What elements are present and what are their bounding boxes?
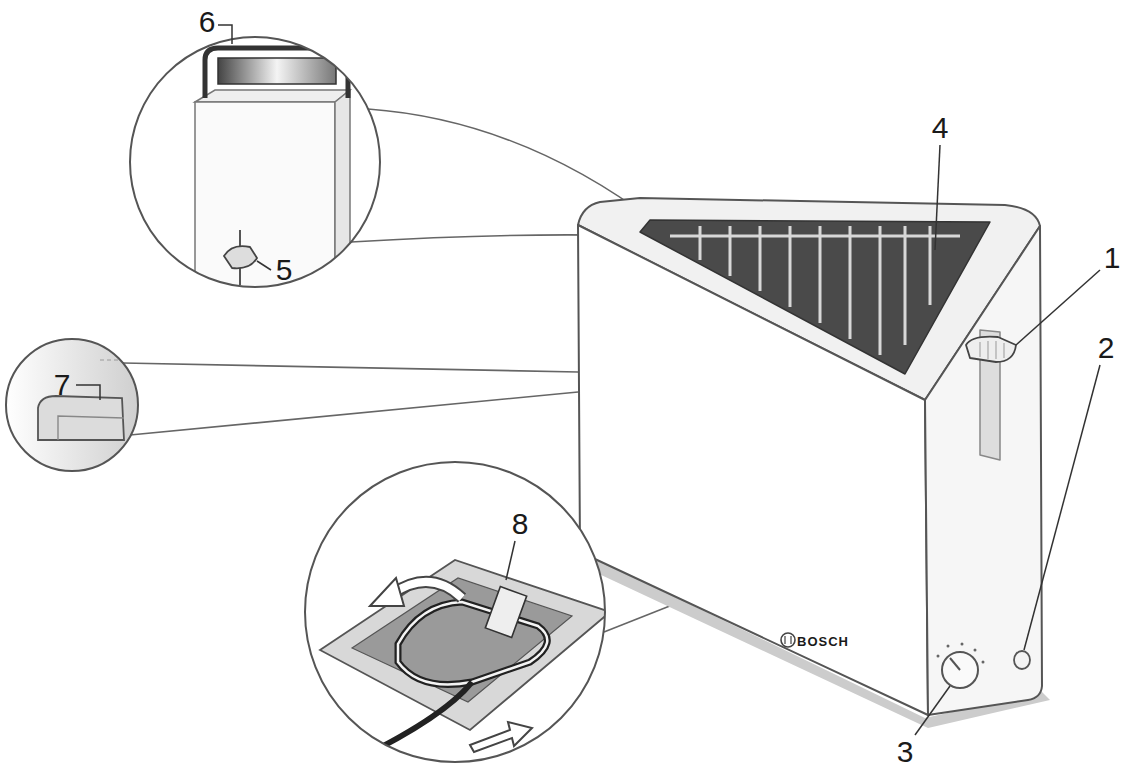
foot-notch <box>205 318 221 332</box>
scale-dot <box>937 655 940 658</box>
rack-bar <box>849 226 852 339</box>
grip-line <box>996 341 997 359</box>
inset-border <box>305 462 605 762</box>
inset-border <box>130 37 380 287</box>
callout-number: 6 <box>199 7 216 37</box>
scale-dot <box>982 661 985 664</box>
leader-line <box>935 145 940 250</box>
brand-logo <box>781 633 795 647</box>
cord-channel <box>352 578 572 702</box>
callout-number: 4 <box>932 113 949 143</box>
rack-bar <box>929 226 932 305</box>
callout-number: 7 <box>54 370 71 400</box>
power-cord <box>398 602 547 685</box>
rack-bar <box>218 58 336 84</box>
toaster-top <box>195 90 350 102</box>
lift-lever <box>966 337 1016 362</box>
toaster-side <box>335 90 350 362</box>
rack-bar <box>699 226 702 260</box>
inset-content <box>195 48 350 362</box>
grip-line <box>1004 343 1005 358</box>
knob-indicator <box>950 658 960 670</box>
inset-wedge-line <box>130 392 578 435</box>
wind-arrow-outline <box>392 582 462 598</box>
cord-highlight <box>398 602 547 685</box>
leader-line <box>218 25 232 44</box>
front-face <box>578 225 928 715</box>
leader-line <box>506 541 515 580</box>
knob-scale <box>937 643 985 664</box>
callout-number: 2 <box>1098 333 1115 363</box>
grip-line <box>980 342 981 357</box>
scale-dot <box>974 649 977 652</box>
inset-foot <box>6 339 140 471</box>
toaster <box>578 198 1050 728</box>
rack-bar <box>904 226 907 345</box>
inset-cord-storage <box>305 462 610 772</box>
push-arrow <box>470 722 532 752</box>
rack-lever <box>224 246 257 268</box>
end-face <box>925 226 1042 715</box>
base-plate <box>320 560 610 730</box>
lever-grip <box>980 341 1004 359</box>
inset-ground <box>6 339 138 471</box>
foot-piece <box>38 396 124 440</box>
scale-dot <box>961 643 964 646</box>
cord-clip <box>485 587 526 638</box>
inset-wedge-line <box>123 363 578 372</box>
stop-button <box>1014 651 1030 669</box>
scale-dot <box>947 645 950 648</box>
grip-line <box>988 341 989 359</box>
rack-bar <box>789 226 792 307</box>
rack-bar <box>729 226 732 276</box>
toaster-end <box>195 102 335 362</box>
bun-rack-frame <box>205 48 348 98</box>
leader-line <box>257 261 271 270</box>
inset-content <box>320 560 610 772</box>
leader-line <box>1016 270 1100 345</box>
leader-line <box>1024 365 1100 650</box>
inset-content <box>38 360 140 440</box>
rack-rail <box>670 235 960 238</box>
callout-number: 3 <box>897 737 914 767</box>
leader-line <box>76 385 100 400</box>
foot-edge <box>58 416 124 440</box>
callout-number: 8 <box>512 509 529 539</box>
inset-bun-rack <box>130 37 380 362</box>
rack-bar <box>879 226 882 355</box>
leader-line <box>915 686 950 735</box>
rack-bar <box>819 226 822 323</box>
callout-number: 1 <box>1104 243 1121 273</box>
cord-exit <box>330 682 472 772</box>
leader-lines <box>76 25 1100 735</box>
inset-border <box>6 339 138 471</box>
wind-arrowhead <box>370 578 404 606</box>
wind-arrow <box>392 582 462 598</box>
brand-name: BOSCH <box>797 635 849 648</box>
callout-number: 5 <box>276 255 293 285</box>
brand-logo-mark <box>785 636 791 644</box>
browning-knob <box>942 652 978 688</box>
